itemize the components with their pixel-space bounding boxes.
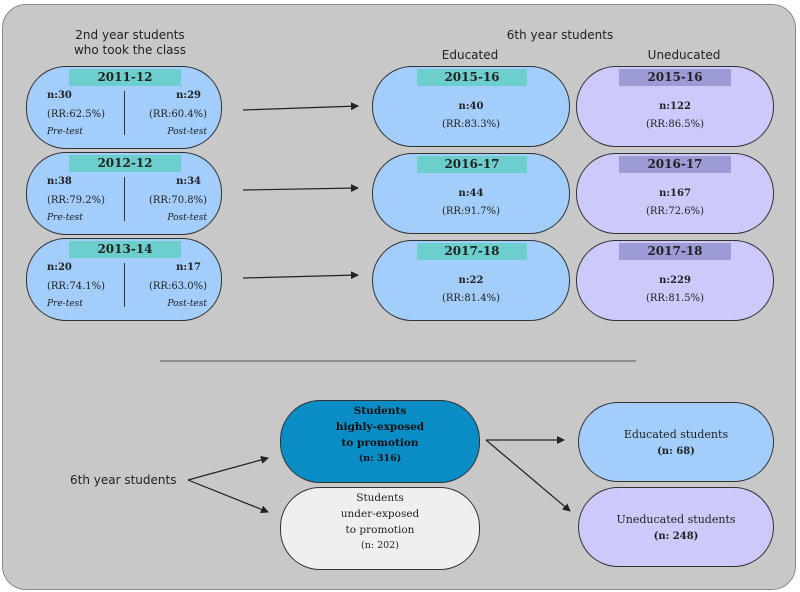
pre-test-label: Pre-test [47,213,83,223]
post-test-rr: (RR:70.8%) [149,195,207,206]
educated-year-label: 2015-16 [417,69,527,86]
educated-n: n:22 [458,275,484,286]
arrow-2012-12 [242,184,359,193]
highly-exposed-text: Students highly-exposed to promotion (n:… [281,403,479,467]
educated-students-box: Educated students (n: 68) [578,402,774,482]
post-test-n: n:29 [176,90,201,101]
pre-test-label: Pre-test [47,299,83,309]
uneducated-box-2017-18: 2017-18 n:229 (RR:81.5%) [576,240,774,321]
arrow-to-highly-exposed [187,455,269,481]
cohort-divider [124,177,125,221]
sixth-year-heading: 6th year students [506,28,614,42]
educated-year-label: 2016-17 [417,156,527,173]
uneducated-box-2015-16: 2015-16 n:122 (RR:86.5%) [576,66,774,147]
under-exposed-n: (n: 202) [361,540,399,551]
post-test-n: n:17 [176,262,201,273]
under-exposed-line2: under-exposed [340,508,420,520]
under-exposed-line3: to promotion [345,524,415,536]
uneducated-year-label: 2016-17 [619,156,731,173]
educated-rr: (RR:83.3%) [442,119,500,130]
arrow-2013-14 [242,271,359,280]
cohort-year-label: 2013-14 [69,241,181,258]
uneducated-year-label: 2017-18 [619,243,731,260]
second-year-heading-line2: who took the class [73,43,187,57]
cohort-box-2011-12: 2011-12 n:30 (RR:62.5%) Pre-test n:29 (R… [26,66,222,149]
highly-exposed-line3: to promotion [341,437,419,449]
highly-exposed-line2: highly-exposed [335,421,425,433]
pre-test-label: Pre-test [47,127,83,137]
uneducated-heading: Uneducated [647,48,721,62]
cohort-box-2012-12: 2012-12 n:38 (RR:79.2%) Pre-test n:34 (R… [26,152,222,235]
educated-students-n: (n: 68) [657,446,695,457]
second-year-heading-line1: 2nd year students [75,28,185,42]
second-year-heading: 2nd year students who took the class [50,28,210,58]
educated-box-2017-18: 2017-18 n:22 (RR:81.4%) [372,240,570,321]
cohort-divider [124,91,125,135]
uneducated-box-2016-17: 2016-17 n:167 (RR:72.6%) [576,153,774,234]
pre-test-n: n:30 [47,90,72,101]
pre-test-n: n:20 [47,262,72,273]
uneducated-students-box: Uneducated students (n: 248) [578,487,774,567]
educated-box-2015-16: 2015-16 n:40 (RR:83.3%) [372,66,570,147]
under-exposed-line1: Students [356,492,404,504]
pre-test-rr: (RR:74.1%) [47,281,105,292]
educated-n: n:44 [458,188,484,199]
post-test-label: Post-test [167,127,207,137]
uneducated-rr: (RR:72.6%) [646,206,704,217]
post-test-label: Post-test [167,213,207,223]
uneducated-year-label: 2015-16 [619,69,731,86]
pre-test-rr: (RR:62.5%) [47,109,105,120]
highly-exposed-n: (n: 316) [358,453,402,464]
cohort-year-label: 2012-12 [69,155,181,172]
arrow-to-uneducated-students [485,439,571,512]
highly-exposed-line1: Students [353,405,407,417]
educated-rr: (RR:91.7%) [442,206,500,217]
pre-test-n: n:38 [47,176,72,187]
arrow-to-under-exposed [187,479,269,514]
cohort-year-label: 2011-12 [69,69,181,86]
under-exposed-text: Students under-exposed to promotion (n: … [281,490,479,554]
cohort-divider [124,263,125,307]
post-test-rr: (RR:63.0%) [149,281,207,292]
educated-rr: (RR:81.4%) [442,293,500,304]
cohort-box-2013-14: 2013-14 n:20 (RR:74.1%) Pre-test n:17 (R… [26,238,222,321]
educated-n: n:40 [458,101,484,112]
uneducated-n: n:122 [659,101,691,112]
highly-exposed-box: Students highly-exposed to promotion (n:… [280,400,480,483]
educated-heading: Educated [441,48,499,62]
uneducated-rr: (RR:81.5%) [646,293,704,304]
uneducated-n: n:167 [659,188,691,199]
pre-test-rr: (RR:79.2%) [47,195,105,206]
educated-students-label: Educated students [623,428,729,441]
uneducated-rr: (RR:86.5%) [646,119,704,130]
post-test-label: Post-test [167,299,207,309]
post-test-rr: (RR:60.4%) [149,109,207,120]
post-test-n: n:34 [176,176,201,187]
uneducated-students-label: Uneducated students [616,513,736,526]
educated-year-label: 2017-18 [417,243,527,260]
arrow-2011-12 [242,102,359,111]
flow-source-label: 6th year students [70,473,177,487]
under-exposed-box: Students under-exposed to promotion (n: … [280,487,480,570]
uneducated-students-n: (n: 248) [653,531,699,542]
educated-box-2016-17: 2016-17 n:44 (RR:91.7%) [372,153,570,234]
uneducated-n: n:229 [659,275,691,286]
